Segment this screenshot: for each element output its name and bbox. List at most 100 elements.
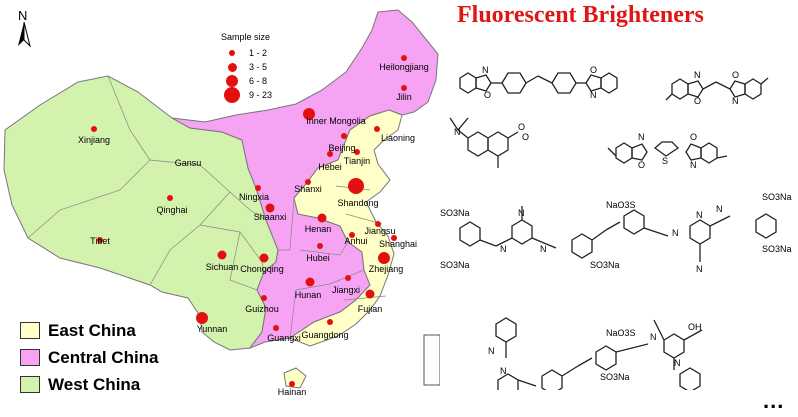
atom-label: NaO3S	[606, 200, 636, 210]
region-east-china	[288, 109, 403, 347]
province-label-chongqing: Chongqing	[240, 264, 284, 274]
sample-dot-heilongjiang	[401, 55, 407, 61]
legend-dot	[224, 87, 240, 103]
sample-dot-shanxi	[305, 179, 311, 185]
sample-dot-hebei	[327, 151, 333, 157]
sample-dot-fujian	[365, 289, 375, 299]
province-label-anhui: Anhui	[344, 236, 367, 246]
atom-label: N	[500, 244, 507, 254]
region-label: Central China	[48, 347, 159, 367]
sample-dot-guangdong	[327, 319, 333, 325]
province-label-fujian: Fujian	[358, 304, 383, 314]
province-label-sichuan: Sichuan	[206, 262, 239, 272]
region-swatch	[20, 322, 40, 339]
sample-dot-guangxi	[273, 325, 279, 331]
province-label-hunan: Hunan	[295, 290, 322, 300]
atom-label: N	[732, 96, 739, 106]
province-label-jiangxi: Jiangxi	[332, 285, 360, 295]
province-label-shanxi: Shanxi	[294, 184, 322, 194]
atom-label: SO3Na	[762, 244, 792, 254]
atom-label: O	[518, 122, 525, 132]
region-swatch	[20, 349, 40, 366]
province-label-ningxia: Ningxia	[239, 192, 269, 202]
province-label-inner-mongolia: Inner Mongolia	[306, 116, 366, 126]
more-structures-ellipsis: ...	[763, 388, 785, 413]
province-label-shaanxi: Shaanxi	[254, 212, 287, 222]
atom-label: SO3Na	[600, 372, 630, 382]
province-label-liaoning: Liaoning	[381, 133, 415, 143]
sample-dot-hubei	[317, 243, 323, 249]
province-label-yunnan: Yunnan	[197, 324, 228, 334]
legend-row: 1 - 2	[221, 46, 272, 60]
atom-label: NaO3S	[606, 328, 636, 338]
atom-label: N	[540, 244, 547, 254]
south-china-sea-inset	[423, 334, 440, 386]
province-label-hainan: Hainan	[278, 387, 307, 397]
sample-dot-sichuan	[217, 250, 227, 260]
molecule-coumarin	[449, 117, 519, 168]
atom-label: O	[694, 96, 701, 106]
molecule-thiophene-bis-benzoxazole	[607, 141, 728, 164]
province-label-beijing: Beijing	[328, 143, 355, 153]
atom-label: SO3Na	[440, 208, 470, 218]
legend-label: 9 - 23	[249, 90, 273, 100]
atom-label: N	[672, 228, 679, 238]
sample-dot-tianjin	[354, 149, 360, 155]
sample-dot-guizhou	[261, 295, 267, 301]
legend-row: 9 - 23	[221, 87, 273, 103]
region-legend-row: West China	[20, 371, 159, 398]
sample-dot-chongqing	[259, 253, 269, 263]
province-label-jiangsu: Jiangsu	[364, 226, 395, 236]
province-label-tianjin: Tianjin	[344, 156, 370, 166]
atom-label: N	[674, 358, 681, 368]
province-label-guizhou: Guizhou	[245, 304, 279, 314]
atom-label: N	[488, 346, 495, 356]
sample-dot-qinghai	[167, 195, 173, 201]
region-label: West China	[48, 374, 141, 394]
province-dots	[91, 55, 407, 387]
molecule-triazine-stilbene-1	[459, 206, 777, 262]
atom-label: S	[662, 156, 668, 166]
sample-dot-beijing	[341, 133, 347, 139]
sample-dot-inner-mongolia	[303, 108, 315, 120]
sample-dot-shandong	[348, 178, 364, 194]
title: Fluorescent Brighteners	[457, 2, 704, 28]
molecule-bis-benzoxazolyl-ethylene	[665, 77, 769, 101]
sample-dot-hunan	[305, 277, 315, 287]
province-label-xinjiang: Xinjiang	[78, 135, 110, 145]
legend-dot	[229, 50, 235, 56]
sample-dot-ningxia	[255, 185, 261, 191]
north-letter: N	[18, 8, 28, 23]
region-swatch	[20, 376, 40, 393]
sample-dot-tibet	[97, 237, 103, 243]
sample-dot-shanghai	[391, 235, 397, 241]
atom-label: N	[482, 65, 489, 75]
province-label-heilongjiang: Heilongjiang	[379, 62, 429, 72]
province-label-guangxi: Guangxi	[267, 333, 301, 343]
region-label: East China	[48, 320, 136, 340]
legend-row: 6 - 8	[221, 74, 272, 88]
molecule-bis-benzoxazolyl-stilbene	[459, 72, 618, 94]
province-borders	[27, 75, 387, 339]
atom-label: O	[590, 65, 597, 75]
legend-label: 1 - 2	[249, 48, 268, 58]
province-label-zhejiang: Zhejiang	[369, 264, 404, 274]
sample-dot-jilin	[401, 85, 407, 91]
sample-dot-shaanxi	[265, 203, 275, 213]
atom-label: OH	[688, 322, 702, 332]
north-arrow-icon	[18, 21, 31, 48]
atom-label: N	[638, 132, 645, 142]
atom-label: N	[696, 264, 703, 274]
atom-label: SO3Na	[440, 260, 470, 270]
molecule-triazine-stilbene-2	[495, 317, 703, 390]
province-label-guangdong: Guangdong	[301, 330, 348, 340]
atom-label: N	[716, 204, 723, 214]
province-label-qinghai: Qinghai	[156, 205, 187, 215]
atom-label: N	[650, 332, 657, 342]
sample-dot-jiangsu	[375, 221, 381, 227]
legend-label: 6 - 8	[249, 76, 268, 86]
